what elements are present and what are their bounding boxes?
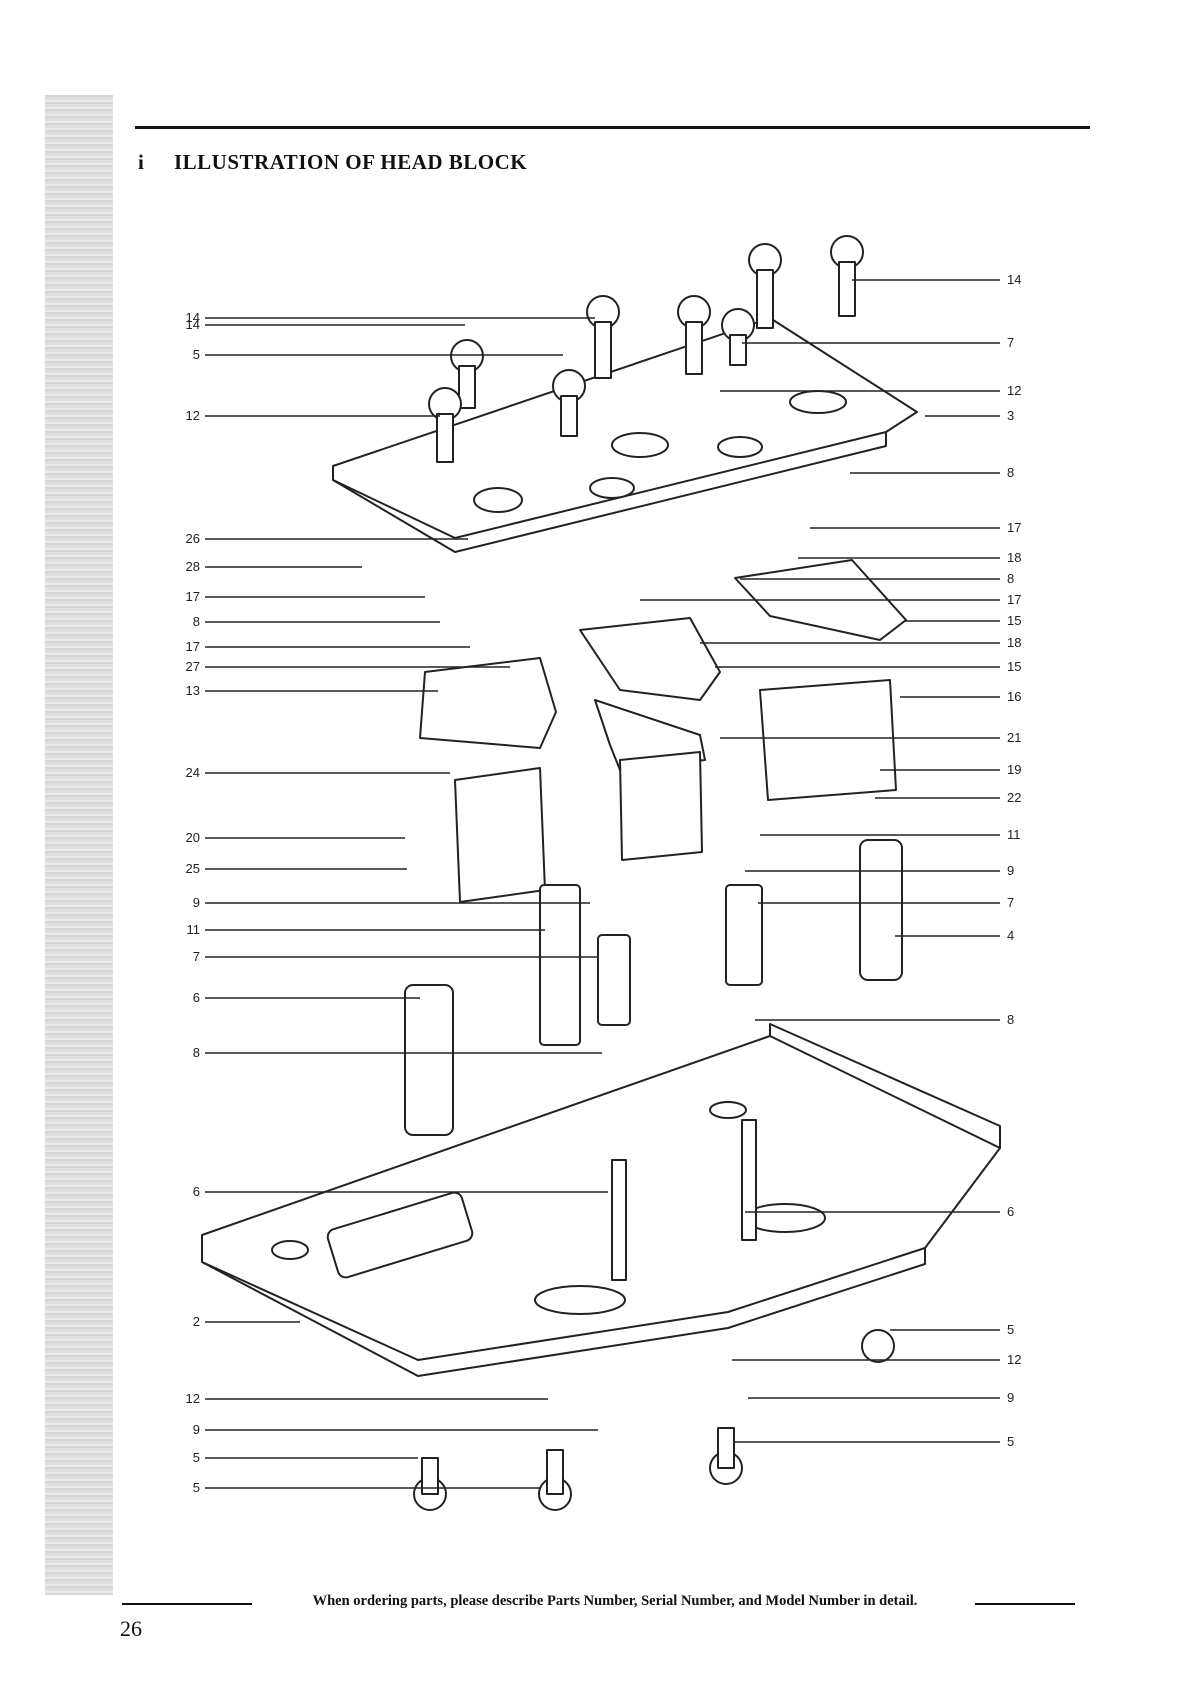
left-callout-label-3: 12	[186, 408, 200, 423]
ordering-note: When ordering parts, please describe Par…	[260, 1593, 970, 1610]
spacer-6	[405, 985, 453, 1135]
left-callout-label-12: 20	[186, 830, 200, 845]
footer-rule-right	[975, 1603, 1075, 1605]
block-22	[620, 752, 702, 860]
left-callout-label-4: 26	[186, 531, 200, 546]
right-callout-label-24: 9	[1007, 1390, 1014, 1405]
right-callout-label-13: 21	[1007, 730, 1021, 745]
left-callout-label-24: 5	[193, 1480, 200, 1495]
right-callout-label-15: 22	[1007, 790, 1021, 805]
right-callout-label-18: 7	[1007, 895, 1014, 910]
left-callout-label-10: 13	[186, 683, 200, 698]
left-callout-label-18: 8	[193, 1045, 200, 1060]
right-callout-label-12: 16	[1007, 689, 1021, 704]
right-callout-label-5: 17	[1007, 520, 1021, 535]
right-callout-label-11: 15	[1007, 659, 1021, 674]
left-callout-label-11: 24	[186, 765, 200, 780]
footer-rule-left	[122, 1603, 252, 1605]
left-callout-label-22: 9	[193, 1422, 200, 1437]
top-plate	[333, 318, 917, 538]
left-callout-label-14: 9	[193, 895, 200, 910]
right-callout-label-20: 8	[1007, 1012, 1014, 1027]
left-callout-label-5: 28	[186, 559, 200, 574]
bracket-13	[420, 658, 556, 748]
left-callout-label-2: 5	[193, 347, 200, 362]
left-callout-label-1: 14	[186, 317, 200, 332]
bracket-15-left	[580, 618, 720, 700]
left-callout-label-19: 6	[193, 1184, 200, 1199]
left-callout-label-17: 6	[193, 990, 200, 1005]
right-callout-label-16: 11	[1007, 827, 1021, 842]
left-callout-label-13: 25	[186, 861, 200, 876]
right-callout-label-3: 3	[1007, 408, 1014, 423]
right-callout-label-19: 4	[1007, 928, 1014, 943]
standoff-left-lower	[598, 935, 630, 1025]
right-callout-label-8: 17	[1007, 592, 1021, 607]
left-callout-label-20: 2	[193, 1314, 200, 1329]
right-callout-label-25: 5	[1007, 1434, 1014, 1449]
right-callout-label-21: 6	[1007, 1204, 1014, 1219]
block-25	[455, 768, 545, 902]
block-16	[760, 680, 896, 800]
right-callout-label-6: 18	[1007, 550, 1021, 565]
shaft-left	[612, 1160, 626, 1280]
right-callout-label-23: 12	[1007, 1352, 1021, 1367]
left-callout-label-9: 27	[186, 659, 200, 674]
right-callout-label-4: 8	[1007, 465, 1014, 480]
right-callout-label-7: 8	[1007, 571, 1014, 586]
left-callout-label-6: 17	[186, 589, 200, 604]
right-callout-label-9: 15	[1007, 613, 1021, 628]
screw-group-bottom	[414, 1330, 894, 1510]
right-callout-label-2: 12	[1007, 383, 1021, 398]
standoff-left-upper	[540, 885, 580, 1045]
right-callout-label-22: 5	[1007, 1322, 1014, 1337]
shaft-right	[742, 1120, 756, 1240]
right-callout-label-10: 18	[1007, 635, 1021, 650]
page-number: 26	[120, 1616, 142, 1642]
left-callout-label-16: 7	[193, 949, 200, 964]
spacer-4	[860, 840, 902, 980]
right-callout-label-14: 19	[1007, 762, 1021, 777]
right-callout-label-1: 7	[1007, 335, 1014, 350]
left-callout-label-15: 11	[187, 922, 201, 937]
left-callout-label-21: 12	[186, 1391, 200, 1406]
left-callout-label-23: 5	[193, 1450, 200, 1465]
right-callout-label-0: 14	[1007, 272, 1021, 287]
left-callout-label-7: 8	[193, 614, 200, 629]
left-callout-label-8: 17	[186, 639, 200, 654]
standoff-right	[726, 885, 762, 985]
right-callout-label-17: 9	[1007, 863, 1014, 878]
